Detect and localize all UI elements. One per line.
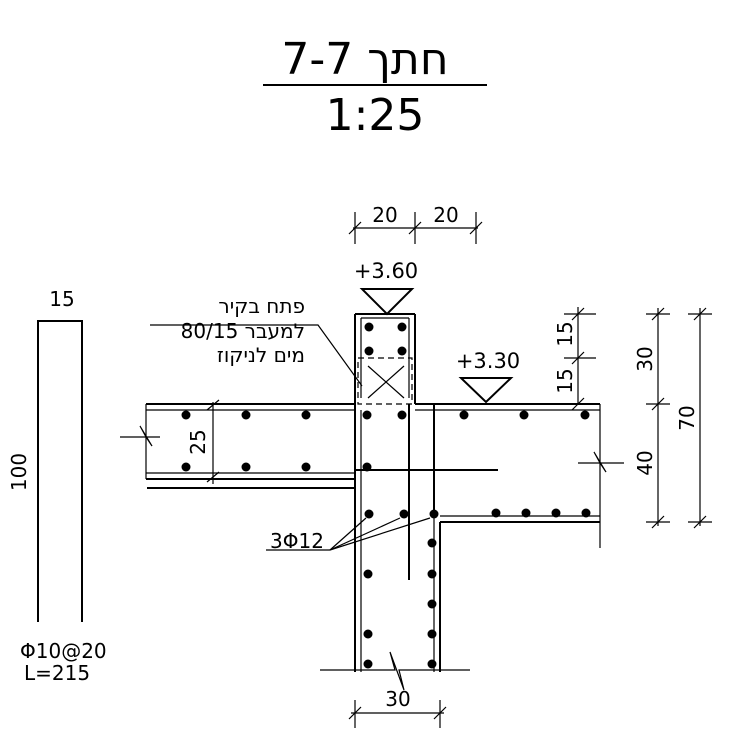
- overall-dimension: 70: [675, 307, 712, 529]
- dim-bottom: 30: [385, 687, 410, 711]
- rebar-dot: [301, 462, 311, 472]
- rebar-dot: [362, 462, 372, 472]
- scale-label: 1:25: [326, 90, 425, 141]
- wall-dimension: 25: [186, 399, 220, 484]
- rebar-dot: [521, 508, 531, 518]
- stirrup-length-label: L=215: [24, 661, 90, 685]
- rebar-dot: [397, 346, 407, 356]
- level-mid-label: +3.30: [456, 349, 520, 373]
- rebar-callout-label: 3Φ12: [270, 529, 324, 553]
- stirrup-height-label: 100: [7, 453, 31, 491]
- rebar-dot: [364, 509, 374, 519]
- rebar-dot: [364, 346, 374, 356]
- rebar-dot: [397, 322, 407, 332]
- rebar-dot: [241, 410, 251, 420]
- opening-note: פתח בקיר 80/15 למעבר מים לניקוז: [150, 294, 363, 387]
- rebar-dot: [459, 410, 469, 420]
- rebar-dot: [362, 410, 372, 420]
- right-dimensions: 30 40: [633, 307, 670, 529]
- rebar-dot: [427, 599, 437, 609]
- rebar-dot: [181, 462, 191, 472]
- dim-upper-small-1: 15: [553, 321, 577, 346]
- dim-top-right: 20: [433, 203, 458, 227]
- rebar-dot: [427, 629, 437, 639]
- level-marker-top: +3.60: [354, 259, 418, 316]
- stirrup-width-label: 15: [49, 287, 74, 311]
- dim-top-left: 20: [372, 203, 397, 227]
- bottom-dimension: 30: [348, 687, 447, 728]
- concrete-section: [120, 313, 624, 691]
- rebar-dot: [427, 538, 437, 548]
- dim-right-70: 70: [675, 405, 699, 430]
- dim-right-30: 30: [633, 346, 657, 371]
- dim-wall-thickness: 25: [186, 429, 210, 454]
- rebar-dot: [427, 659, 437, 669]
- rebar-dot: [429, 509, 439, 519]
- rebar-dot: [580, 410, 590, 420]
- rebar-dot: [181, 410, 191, 420]
- rebar-dot: [399, 509, 409, 519]
- rebar-dot: [301, 410, 311, 420]
- level-marker-mid: +3.30: [456, 349, 520, 404]
- dim-upper-small-2: 15: [553, 368, 577, 393]
- rebar-dot: [363, 659, 373, 669]
- rebar-dot: [519, 410, 529, 420]
- rebar-dots: [181, 322, 591, 669]
- rebar-callout: 3Φ12: [266, 517, 431, 553]
- rebar-dot: [241, 462, 251, 472]
- note-line-1: פתח בקיר: [218, 294, 305, 318]
- rebar-dot: [427, 569, 437, 579]
- top-dimension: 20 20: [348, 203, 483, 244]
- rebar-dot: [551, 508, 561, 518]
- stirrup-spec-label: Φ10@20: [20, 639, 107, 663]
- rebar-dot: [491, 508, 501, 518]
- rebar-dot: [364, 322, 374, 332]
- section-title: חתך 7-7: [281, 34, 448, 85]
- note-line-2: 80/15 למעבר: [181, 319, 305, 343]
- level-top-label: +3.60: [354, 259, 418, 283]
- rebar-dot: [363, 569, 373, 579]
- rebar-dot: [397, 410, 407, 420]
- stirrup-detail: 15 100 Φ10@20 L=215: [7, 287, 107, 685]
- upper-small-dimensions: 15 15: [553, 307, 596, 411]
- rebar-dot: [581, 508, 591, 518]
- note-line-3: מים לניקוז: [217, 343, 305, 367]
- dim-right-40: 40: [633, 450, 657, 475]
- rebar-dot: [363, 629, 373, 639]
